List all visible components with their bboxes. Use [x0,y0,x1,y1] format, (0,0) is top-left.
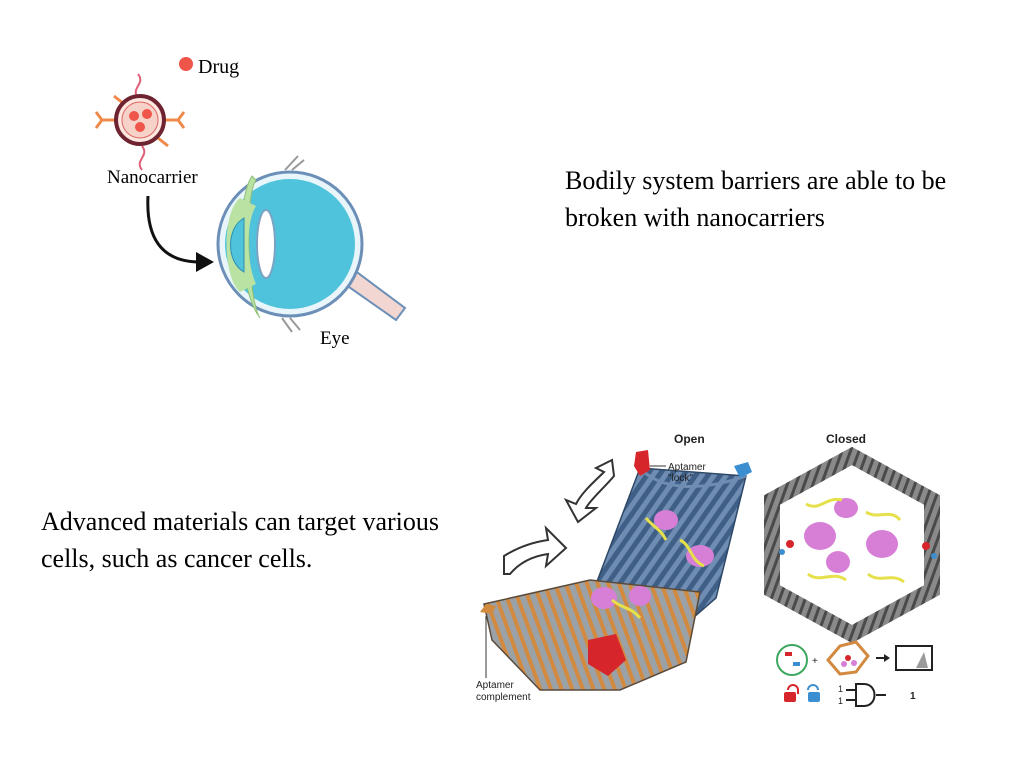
lock-red-icon [634,450,650,476]
dna-origami-figure: Open Closed Aptamer "lock" Aptamer [476,432,940,707]
close-arrow-icon [563,458,616,524]
slide-text-barriers: Bodily system barriers are able to be br… [565,166,947,232]
closed-barrel-structure [764,446,940,644]
aptamer-complement-label-line2: complement [476,692,531,703]
drug-label: Drug [198,56,239,78]
open-label: Open [674,432,705,446]
logic-input-b: 1 [838,696,843,706]
logic-input-a: 1 [838,684,843,694]
logic-output: 1 [910,691,916,702]
nanocarrier-icon [94,73,186,171]
lock-blue-icon [734,462,752,478]
delivery-arrow-icon [146,195,201,264]
slide-text-advanced-materials: Advanced materials can target various ce… [41,507,440,573]
aptamer-lock-label-line2: "lock" [668,473,693,484]
logic-schematic: + 1 1 1 [776,640,933,707]
and-gate-icon [846,683,886,707]
nanocarrier-label: Nanocarrier [107,167,198,188]
complement-icon [480,604,496,614]
closed-label: Closed [826,432,866,446]
open-arrow-icon [503,525,568,575]
aptamer-complement-label-line1: Aptamer [476,680,514,691]
eye-nanocarrier-figure: Drug Nanocarrier [94,56,407,349]
aptamer-lock-label-line1: Aptamer [668,462,706,473]
eye-label: Eye [320,328,350,349]
svg-text:+: + [812,656,818,667]
drug-dot-icon [179,57,193,71]
open-barrel-structure [483,466,747,691]
eye-icon [216,155,407,333]
